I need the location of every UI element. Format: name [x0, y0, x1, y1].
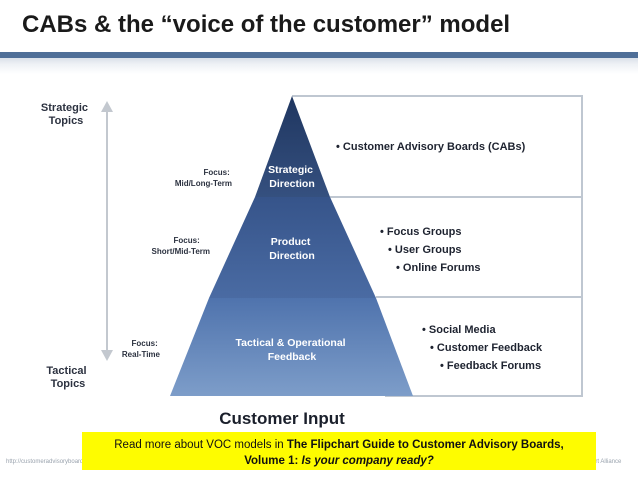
slide-title: CABs & the “voice of the customer” model — [22, 11, 511, 38]
tier-2-item-1: • Focus Groups — [380, 226, 461, 238]
callout-prefix: Read more about VOC models in — [114, 439, 287, 451]
callout-volume[interactable]: Volume 1: — [244, 455, 302, 467]
callout-book-title[interactable]: The Flipchart Guide to Customer Advisory… — [286, 439, 564, 451]
pyramid-tier-tactical — [170, 298, 413, 396]
tier-3-focus: Focus: Real-Time — [122, 339, 161, 359]
callout-line-2: Volume 1: Is your company ready? — [82, 453, 596, 469]
tier-1-focus: Focus: Mid/Long-Term — [175, 168, 232, 188]
pyramid-tier-product — [209, 197, 376, 298]
tier-3-item-3: • Feedback Forums — [440, 360, 541, 372]
tier-2-item-2: • User Groups — [388, 244, 462, 256]
tier-3-item-1: • Social Media — [422, 324, 496, 336]
read-more-callout: Read more about VOC models in The Flipch… — [82, 432, 596, 470]
tier-2-focus: Focus: Short/Mid-Term — [151, 236, 210, 256]
base-label: Customer Input — [219, 409, 345, 428]
tier-2-item-3: • Online Forums — [396, 262, 481, 274]
footer-credit: art Alliance — [592, 459, 622, 465]
pyramid-tier-strategic — [255, 96, 330, 197]
axis-bottom-label: Tactical Topics — [46, 365, 89, 390]
topic-scale-arrow — [101, 101, 113, 361]
items-frame — [292, 95, 583, 397]
title-divider-band — [0, 52, 638, 74]
tier-1-name: Strategic Direction — [268, 164, 316, 190]
tier-3-name: Tactical & Operational Feedback — [235, 337, 348, 363]
footer-source-link[interactable]: http://customeradvisoryboards — [6, 459, 87, 465]
callout-line-1: Read more about VOC models in The Flipch… — [82, 437, 596, 453]
tier-1-item-1: • Customer Advisory Boards (CABs) — [336, 141, 526, 153]
tier-2-name: Product Direction — [269, 236, 315, 262]
callout-subtitle[interactable]: Is your company ready? — [301, 455, 434, 467]
axis-top-label: Strategic Topics — [41, 102, 91, 127]
tier-3-item-2: • Customer Feedback — [430, 342, 543, 354]
